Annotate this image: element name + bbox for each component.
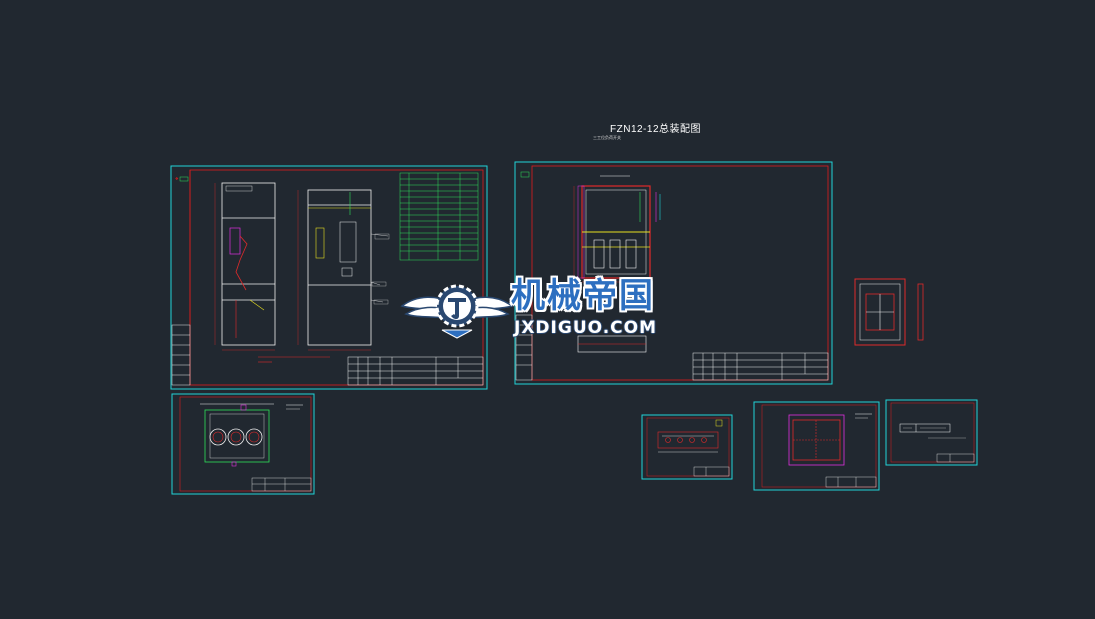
- switch-mechanism-view: [573, 175, 661, 353]
- sheet-frame: [641, 414, 733, 480]
- sheet-switch-assembly[interactable]: [514, 161, 833, 385]
- drawing-note: [258, 356, 330, 363]
- cabinet-front-view: [214, 182, 276, 351]
- sheet-border: [646, 417, 730, 477]
- drawing-subtitle: 三工位负荷开关: [593, 135, 621, 140]
- part-view: [788, 413, 872, 466]
- sheet-stamp: [520, 171, 530, 178]
- title-block: [692, 352, 829, 381]
- watermark-name-en: JXDIGUO.COM: [514, 318, 658, 338]
- sheet-stamp: ❖: [175, 176, 189, 182]
- sheet-busbar-plate[interactable]: [171, 393, 315, 495]
- sheet-frame: [514, 161, 833, 385]
- sheet-border: [890, 402, 975, 463]
- cabinet-side-view: [297, 189, 390, 351]
- sheet-frame: [170, 165, 488, 390]
- title-block: [251, 477, 312, 492]
- watermark-logo: 机械帝国 JXDIGUO.COM: [398, 272, 698, 344]
- sheet-frame: [753, 401, 880, 491]
- gear-wing-icon: [400, 284, 514, 339]
- sheet-frame: [885, 399, 978, 466]
- door-panel-detail[interactable]: [854, 278, 924, 346]
- sheet-part-a[interactable]: [641, 414, 733, 480]
- left-margin-table: [171, 324, 191, 386]
- sheet-part-c[interactable]: [885, 399, 978, 466]
- sheet-part-b[interactable]: [753, 401, 880, 491]
- title-block: [347, 356, 484, 386]
- watermark-name-cn: 机械帝国: [511, 276, 655, 316]
- drawing-title: FZN12-12总装配图: [610, 124, 702, 135]
- part-view: [899, 423, 966, 439]
- parts-list-table: [399, 172, 479, 261]
- title-block: [825, 476, 877, 488]
- title-block: [693, 466, 730, 477]
- sheet-cabinet-assembly[interactable]: ❖: [170, 165, 488, 390]
- left-margin-table: [515, 314, 533, 381]
- plate-view: [200, 403, 303, 467]
- sheet-border: [761, 404, 877, 488]
- part-view: [657, 419, 723, 453]
- svg-text:❖: ❖: [175, 176, 179, 181]
- sheet-border: [531, 165, 829, 381]
- sheet-frame: [171, 393, 315, 495]
- sheet-border: [179, 396, 312, 492]
- title-block: [936, 453, 975, 463]
